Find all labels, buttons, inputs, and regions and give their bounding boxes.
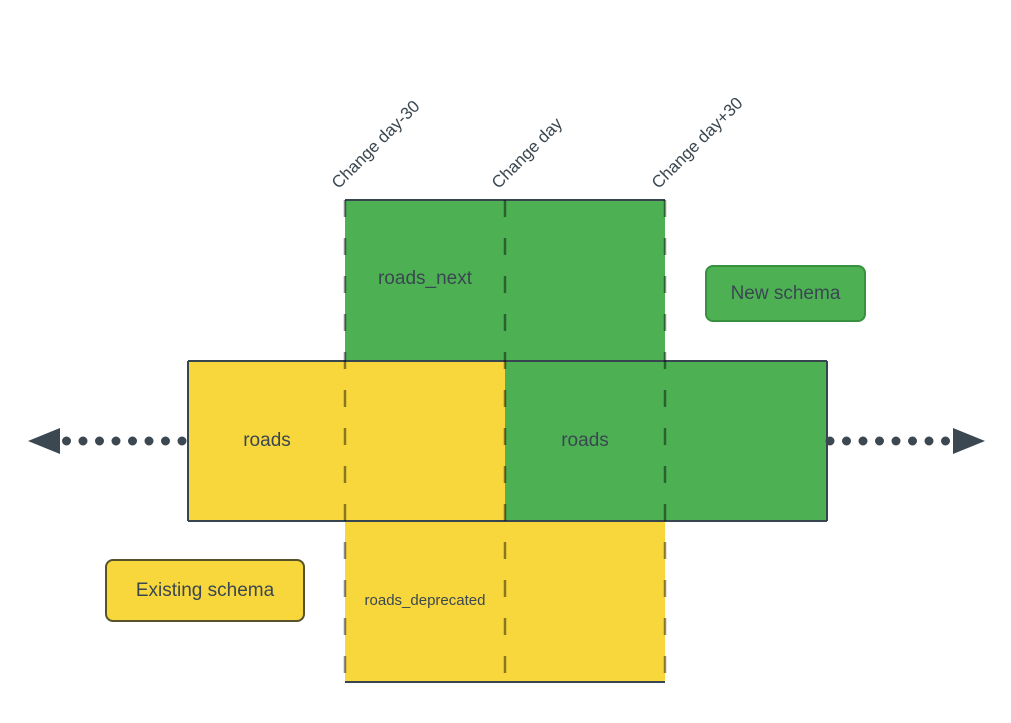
roads-existing-box <box>188 361 505 521</box>
legend-existing-schema-label: Existing schema <box>135 579 275 601</box>
legend-existing-schema: Existing schema <box>105 559 305 622</box>
roads-new-label: roads <box>561 430 609 451</box>
legend-new-schema-label: New schema <box>730 282 841 304</box>
timeline-left-arrowhead-icon <box>28 428 60 454</box>
roads-new-box <box>505 361 827 521</box>
timeline-right-arrowhead-icon <box>953 428 985 454</box>
roads-deprecated-label: roads_deprecated <box>364 592 486 609</box>
roads-deprecated-box <box>345 521 665 682</box>
roads-next-box <box>345 200 665 361</box>
roads-existing-label: roads <box>243 430 291 451</box>
legend-new-schema: New schema <box>705 265 866 322</box>
roads-next-label: roads_next <box>377 268 472 289</box>
